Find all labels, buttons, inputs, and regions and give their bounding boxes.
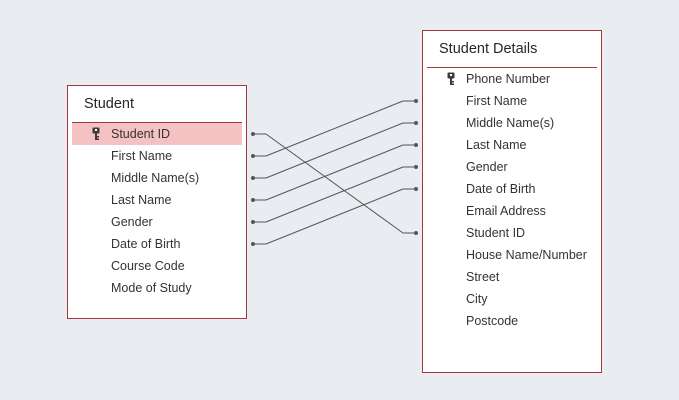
field-label: First Name bbox=[111, 149, 173, 163]
student-table-title[interactable]: Student bbox=[84, 96, 134, 112]
details-field-postcode[interactable]: Postcode bbox=[427, 310, 597, 332]
join-line-date-of-birth[interactable] bbox=[251, 187, 418, 246]
field-label: Email Address bbox=[466, 204, 546, 218]
details-field-street[interactable]: Street bbox=[427, 266, 597, 288]
field-label: City bbox=[466, 292, 488, 306]
field-label: Street bbox=[466, 270, 500, 284]
field-label: Postcode bbox=[466, 314, 519, 328]
join-line-last-name[interactable] bbox=[251, 143, 418, 202]
field-label: Middle Name(s) bbox=[466, 116, 555, 130]
key-icon bbox=[447, 72, 455, 85]
student-details-table-divider bbox=[427, 67, 597, 68]
key-icon bbox=[92, 127, 100, 140]
field-label: Phone Number bbox=[466, 72, 551, 86]
student-table-divider bbox=[72, 122, 242, 123]
field-label: Middle Name(s) bbox=[111, 171, 200, 185]
field-label: Last Name bbox=[466, 138, 527, 152]
student-field-list: Student ID First Name Middle Name(s) Las… bbox=[72, 123, 242, 299]
details-field-first-name[interactable]: First Name bbox=[427, 90, 597, 112]
join-line-first-name[interactable] bbox=[251, 99, 418, 158]
student-field-student-id[interactable]: Student ID bbox=[72, 123, 242, 145]
field-label: Student ID bbox=[111, 127, 171, 141]
join-line-gender[interactable] bbox=[251, 165, 418, 224]
details-field-email-address[interactable]: Email Address bbox=[427, 200, 597, 222]
details-field-gender[interactable]: Gender bbox=[427, 156, 597, 178]
details-field-phone-number[interactable]: Phone Number bbox=[427, 68, 597, 90]
student-field-first-name[interactable]: First Name bbox=[72, 145, 242, 167]
field-label: Course Code bbox=[111, 259, 185, 273]
details-field-city[interactable]: City bbox=[427, 288, 597, 310]
student-field-middle-names[interactable]: Middle Name(s) bbox=[72, 167, 242, 189]
student-details-field-list: Phone Number First Name Middle Name(s) L… bbox=[427, 68, 597, 332]
student-field-mode-of-study[interactable]: Mode of Study bbox=[72, 277, 242, 299]
field-label: Last Name bbox=[111, 193, 172, 207]
student-field-course-code[interactable]: Course Code bbox=[72, 255, 242, 277]
field-label: Date of Birth bbox=[466, 182, 536, 196]
student-field-date-of-birth[interactable]: Date of Birth bbox=[72, 233, 242, 255]
field-label: Student ID bbox=[466, 226, 526, 240]
field-label: Date of Birth bbox=[111, 237, 181, 251]
field-label: Mode of Study bbox=[111, 281, 192, 295]
details-field-student-id[interactable]: Student ID bbox=[427, 222, 597, 244]
join-line-middle-names[interactable] bbox=[251, 121, 418, 180]
details-field-middle-names[interactable]: Middle Name(s) bbox=[427, 112, 597, 134]
details-field-house-name-number[interactable]: House Name/Number bbox=[427, 244, 597, 266]
join-line-student-id[interactable] bbox=[251, 132, 418, 235]
student-details-table-title[interactable]: Student Details bbox=[439, 41, 538, 57]
student-table[interactable]: Student Student ID First Name Middle Nam… bbox=[67, 85, 247, 319]
field-label: Gender bbox=[466, 160, 508, 174]
details-field-last-name[interactable]: Last Name bbox=[427, 134, 597, 156]
student-details-table[interactable]: Student Details Phone Number First Name … bbox=[422, 30, 602, 373]
student-field-gender[interactable]: Gender bbox=[72, 211, 242, 233]
details-field-date-of-birth[interactable]: Date of Birth bbox=[427, 178, 597, 200]
student-field-last-name[interactable]: Last Name bbox=[72, 189, 242, 211]
field-label: Gender bbox=[111, 215, 153, 229]
field-label: First Name bbox=[466, 94, 528, 108]
field-label: House Name/Number bbox=[466, 248, 587, 262]
